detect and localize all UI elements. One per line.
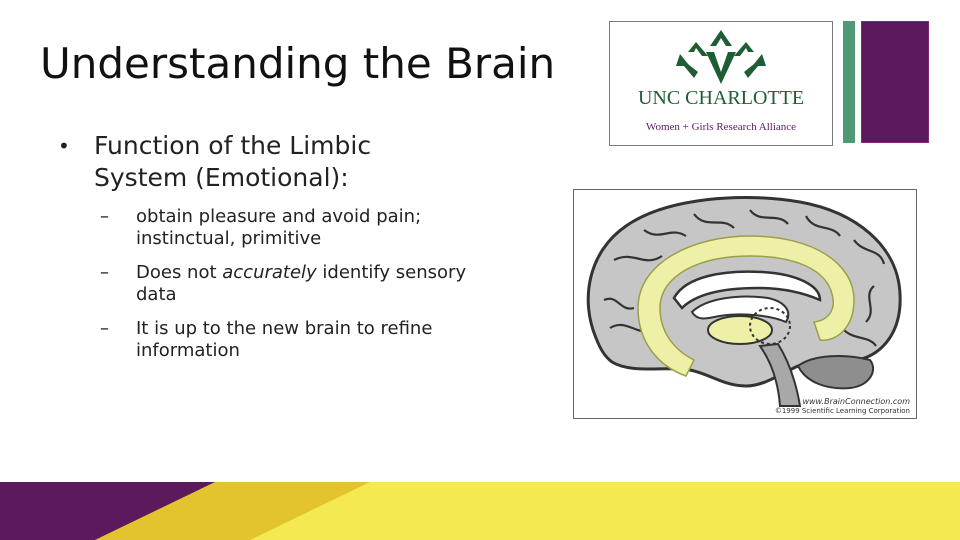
sub-bullet-text: Does not accurately identify sensory dat…	[136, 262, 467, 305]
bullet-item: • Function of the Limbic System (Emotion…	[58, 130, 548, 194]
sub-bullet-text: It is up to the new brain to refine info…	[136, 318, 433, 361]
thalamus-shape	[707, 315, 773, 345]
cerebellum-shape	[796, 355, 875, 390]
leaf-emblem-icon	[676, 30, 766, 84]
sub-bullet-text: obtain pleasure and avoid pain; instinct…	[136, 206, 422, 249]
emphasis-text: accurately	[222, 262, 317, 283]
logo-subtitle: Women + Girls Research Alliance	[646, 121, 796, 133]
brainstem-shape	[758, 342, 802, 407]
band-purple	[0, 482, 215, 540]
bullet-dot: •	[58, 134, 70, 158]
image-credit-url: www.BrainConnection.com	[802, 397, 910, 406]
brain-diagram-image: www.BrainConnection.com ©1999 Scientific…	[573, 189, 917, 419]
sub-bullet: – obtain pleasure and avoid pain; instin…	[58, 206, 548, 250]
slide-title: Understanding the Brain	[40, 39, 556, 88]
brain-illustration	[586, 195, 902, 407]
sub-dash: –	[100, 318, 109, 339]
sub-dash: –	[100, 262, 109, 283]
limbic-ring-shape	[637, 235, 855, 377]
slide-content: • Function of the Limbic System (Emotion…	[58, 130, 548, 362]
accent-bar-purple	[861, 21, 929, 143]
logo-name: UNC CHARLOTTE	[638, 87, 804, 109]
logo-graphic: UNC CHARLOTTE Women + Girls Research All…	[638, 30, 804, 133]
bullet-text: Function of the Limbic System (Emotional…	[94, 131, 372, 192]
hypothalamus-shape	[749, 307, 791, 345]
corpus-callosum-shape	[672, 270, 822, 310]
accent-bar-green	[843, 21, 855, 143]
unc-charlotte-logo: UNC CHARLOTTE Women + Girls Research All…	[609, 21, 833, 146]
sub-dash: –	[100, 206, 109, 227]
fornix-shape	[690, 295, 790, 324]
sub-bullet: – It is up to the new brain to refine in…	[58, 318, 548, 362]
bottom-decor-band	[0, 482, 960, 540]
image-credit-copyright: ©1999 Scientific Learning Corporation	[774, 407, 910, 415]
sub-bullet: – Does not accurately identify sensory d…	[58, 262, 548, 306]
gyri-lines	[603, 209, 886, 347]
